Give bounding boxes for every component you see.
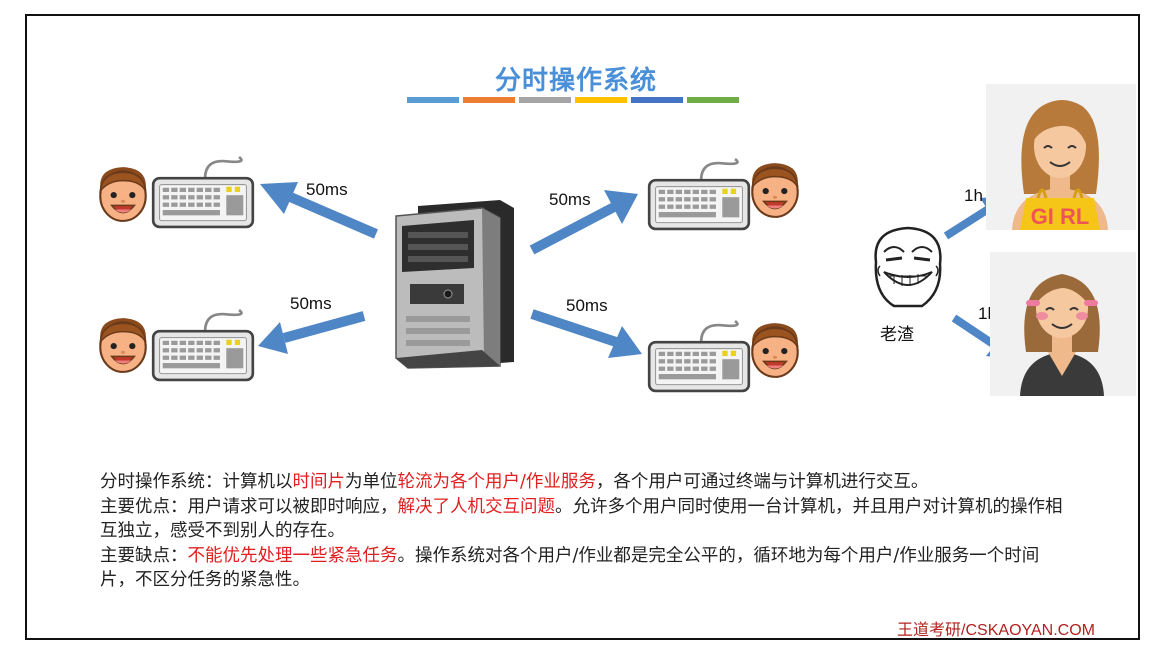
text-segment: 为单位 xyxy=(345,472,398,492)
time-label-top-right: 50ms xyxy=(549,190,591,209)
highlight-no-priority: 不能优先处理一些紧急任务 xyxy=(187,545,398,566)
user-face-icon xyxy=(744,158,806,220)
slide-title: 分时操作系统 xyxy=(494,66,657,96)
girl-shirt-text: GI RL xyxy=(1031,204,1090,229)
arrow-to-bottom-left-user xyxy=(258,311,366,354)
title-bar-3 xyxy=(519,97,571,103)
user-face-icon xyxy=(92,162,154,224)
text-segment: 。允许多个用户同时使用一台计算机，并且用户对计算机的操作相互独立，感受不到别人的… xyxy=(100,496,1063,542)
text-segment: 主要优点：用户请求可以被即时响应， xyxy=(100,496,398,517)
time-label-bottom-left: 50ms xyxy=(290,294,332,313)
title-color-bars xyxy=(407,97,739,103)
arrow-to-top-right-user xyxy=(529,190,638,255)
highlight-interaction: 解决了人机交互问题 xyxy=(397,496,556,517)
keyboard-icon xyxy=(646,154,752,234)
server-icon xyxy=(395,200,514,369)
keyboard-icon xyxy=(150,305,256,385)
scumbag-label: 老渣 xyxy=(880,325,914,345)
paragraph-definition: 分时操作系统：计算机以时间片为单位轮流为各个用户/作业服务，各个用户可通过终端与… xyxy=(100,470,1090,495)
text-segment: ，各个用户可通过终端与计算机进行交互。 xyxy=(595,472,929,492)
title-bar-1 xyxy=(407,97,459,103)
text-segment: 。操作系统对各个用户/作业都是完全公平的，循环地为每个用户/作业服务一个时间片，… xyxy=(100,545,1040,591)
text-segment: 分时操作系统：计算机以 xyxy=(100,472,293,492)
time-label-girl-top: 1h xyxy=(964,186,983,205)
description-text: 分时操作系统：计算机以时间片为单位轮流为各个用户/作业服务，各个用户可通过终端与… xyxy=(100,470,1090,593)
keyboard-icon xyxy=(646,316,752,396)
time-label-bottom-right: 50ms xyxy=(566,296,608,315)
user-face-icon xyxy=(92,313,154,375)
girl-avatar-icon: GI RL xyxy=(986,84,1136,230)
girl-avatar-icon xyxy=(990,252,1136,396)
user-face-icon xyxy=(744,318,806,380)
highlight-round-robin: 轮流为各个用户/作业服务 xyxy=(397,472,596,492)
title-bar-4 xyxy=(575,97,627,103)
paragraph-disadvantages: 主要缺点：不能优先处理一些紧急任务。操作系统对各个用户/作业都是完全公平的，循环… xyxy=(100,544,1055,593)
time-label-top-left: 50ms xyxy=(306,180,348,199)
arrow-to-top-left-user xyxy=(260,182,378,239)
title-bar-2 xyxy=(463,97,515,103)
title-bar-5 xyxy=(631,97,683,103)
paragraph-advantages: 主要优点：用户请求可以被即时响应，解决了人机交互问题。允许多个用户同时使用一台计… xyxy=(100,495,1065,544)
meme-face-icon xyxy=(874,226,942,308)
arrow-to-bottom-right-user xyxy=(530,309,642,358)
highlight-time-slice: 时间片 xyxy=(292,472,346,492)
title-bar-6 xyxy=(687,97,739,103)
text-segment: 主要缺点： xyxy=(100,545,188,566)
brand-footer: 王道考研/CSKAOYAN.COM xyxy=(897,622,1095,639)
keyboard-icon xyxy=(150,152,256,232)
